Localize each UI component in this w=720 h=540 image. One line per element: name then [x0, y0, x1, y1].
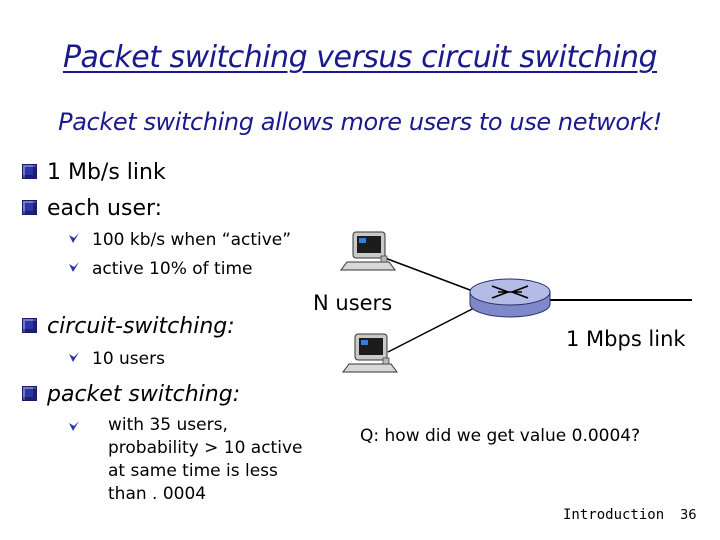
square-bullet-icon	[22, 163, 37, 179]
connection-line	[384, 257, 479, 294]
square-bullet-icon	[22, 317, 37, 333]
bullet-link-text: 1 Mb/s link	[47, 160, 166, 185]
sub-bullet-ten-users-text: 10 users	[92, 349, 165, 369]
checkmark-bullet-icon	[69, 421, 79, 431]
square-bullet-icon	[22, 385, 37, 401]
footer-section: Introduction	[563, 507, 665, 523]
bullet-each-user-text: each user:	[47, 196, 163, 221]
router-icon	[469, 278, 551, 318]
bullet-link: 1 Mb/s link	[22, 160, 166, 185]
square-bullet-icon	[22, 199, 37, 215]
sub-bullet-active-text: active 10% of time	[92, 259, 253, 279]
computer-icon	[340, 231, 396, 271]
page-number: 36	[680, 508, 697, 523]
n-users-label: N users	[313, 291, 393, 315]
sub-bullet-with35-text: with 35 users, probability > 10 active a…	[108, 415, 303, 504]
link-label: 1 Mbps link	[566, 327, 686, 351]
bullet-packet: packet switching:	[22, 382, 240, 407]
computer-icon	[342, 333, 398, 373]
sub-bullet-kbps-text: 100 kb/s when “active”	[92, 230, 292, 250]
checkmark-bullet-icon	[69, 352, 79, 362]
question-text: Q: how did we get value 0.0004?	[360, 426, 641, 446]
bullet-each-user: each user:	[22, 196, 162, 221]
bullet-circuit: circuit-switching:	[22, 314, 235, 339]
sub-bullet-ten-users: 10 users	[68, 349, 165, 369]
connection-line	[387, 305, 479, 353]
bullet-circuit-text: circuit-switching:	[47, 314, 235, 339]
checkmark-bullet-icon	[69, 262, 79, 272]
slide-title: Packet switching versus circuit switchin…	[62, 40, 658, 75]
checkmark-bullet-icon	[69, 233, 79, 243]
sub-bullet-active: active 10% of time	[68, 259, 252, 279]
sub-bullet-kbps: 100 kb/s when “active”	[68, 230, 291, 250]
bullet-packet-text: packet switching:	[47, 382, 241, 407]
slide-subtitle: Packet switching allows more users to us…	[58, 108, 662, 136]
